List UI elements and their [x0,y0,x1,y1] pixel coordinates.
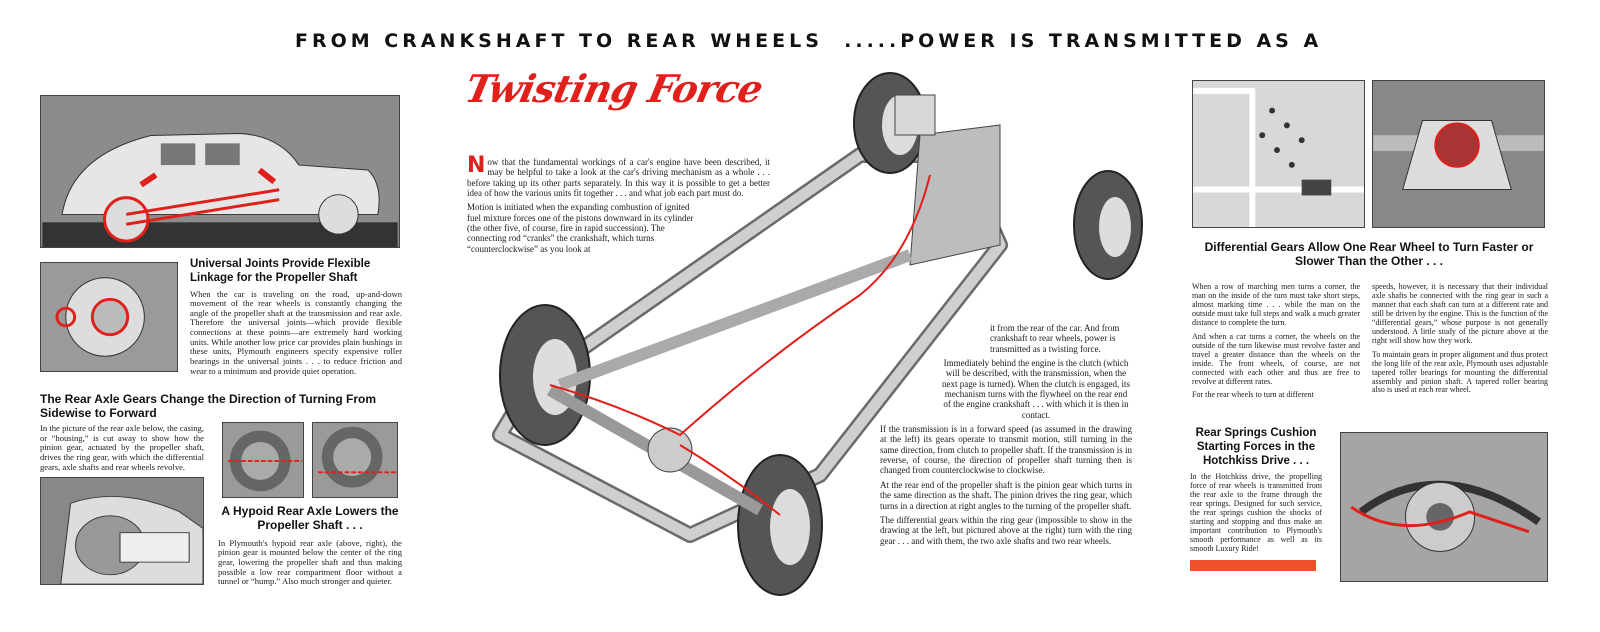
ring-gear-photo-2 [312,422,398,498]
center-p2: Immediately behind the engine is the clu… [941,358,1131,420]
center-p3: If the transmission is in a forward spee… [880,424,1132,476]
hypoid-heading: A Hypoid Rear Axle Lowers the Propeller … [221,504,399,533]
hypoid-body: In Plymouth's hypoid rear axle (above, r… [218,537,402,587]
differential-paragraph: speeds, however, it is necessary that th… [1372,282,1548,345]
differential-paragraph: And when a car turns a corner, the wheel… [1192,331,1360,386]
chassis-illustration [492,72,1143,596]
universal-joints-body: When the car is traveling on the road, u… [190,288,402,376]
differential-photo [1372,80,1545,228]
center-p1: it from the rear of the car. And from cr… [990,323,1120,354]
differential-paragraph: To maintain gears in proper alignment an… [1372,349,1548,395]
differential-heading: Differential Gears Allow One Rear Wheel … [1204,240,1534,269]
marching-men-photo [1192,80,1365,228]
rear-axle-section: In the picture of the rear axle below, t… [40,423,204,586]
center-body-section: it from the rear of the car. And from cr… [880,323,1132,550]
universal-joints-heading: Universal Joints Provide Flexible Linkag… [190,258,371,284]
rear-axle-heading: The Rear Axle Gears Change the Direction… [40,392,377,421]
drop-cap: N [467,153,486,178]
page-title: FROM CRANKSHAFT TO REAR WHEELS .....POWE… [295,30,1323,52]
springs-heading: Rear Springs Cushion Starting Forces in … [1195,427,1317,467]
springs-section: Rear Springs Cushion Starting Forces in … [1190,427,1322,571]
differential-col1: When a row of marching men turns a corne… [1192,282,1360,400]
rear-spring-photo [1340,432,1548,582]
differential-paragraph: For the rear wheels to turn at different [1192,390,1314,400]
springs-body: In the Hotchkiss drive, the propelling f… [1190,472,1322,554]
motion-paragraph: Motion is initiated when the expanding c… [467,202,694,254]
center-p4: At the rear end of the propeller shaft i… [880,479,1132,511]
universal-joint-photo [40,262,178,372]
rear-axle-body: In the picture of the rear axle below, t… [40,423,204,472]
rear-axle-cutaway-illustration [40,477,204,586]
hypoid-section: A Hypoid Rear Axle Lowers the Propeller … [218,504,402,587]
orange-bar [1190,559,1316,571]
differential-paragraph: When a row of marching men turns a corne… [1192,282,1360,327]
ring-gear-photo-1 [222,422,304,498]
center-p5: The differential gears within the ring g… [880,514,1132,546]
intro-text: ow that the fundamental workings of a ca… [467,157,770,199]
differential-col2: speeds, however, it is necessary that th… [1372,282,1548,395]
car-side-illustration [40,95,400,248]
universal-joints-section: Universal Joints Provide Flexible Linkag… [190,258,402,376]
